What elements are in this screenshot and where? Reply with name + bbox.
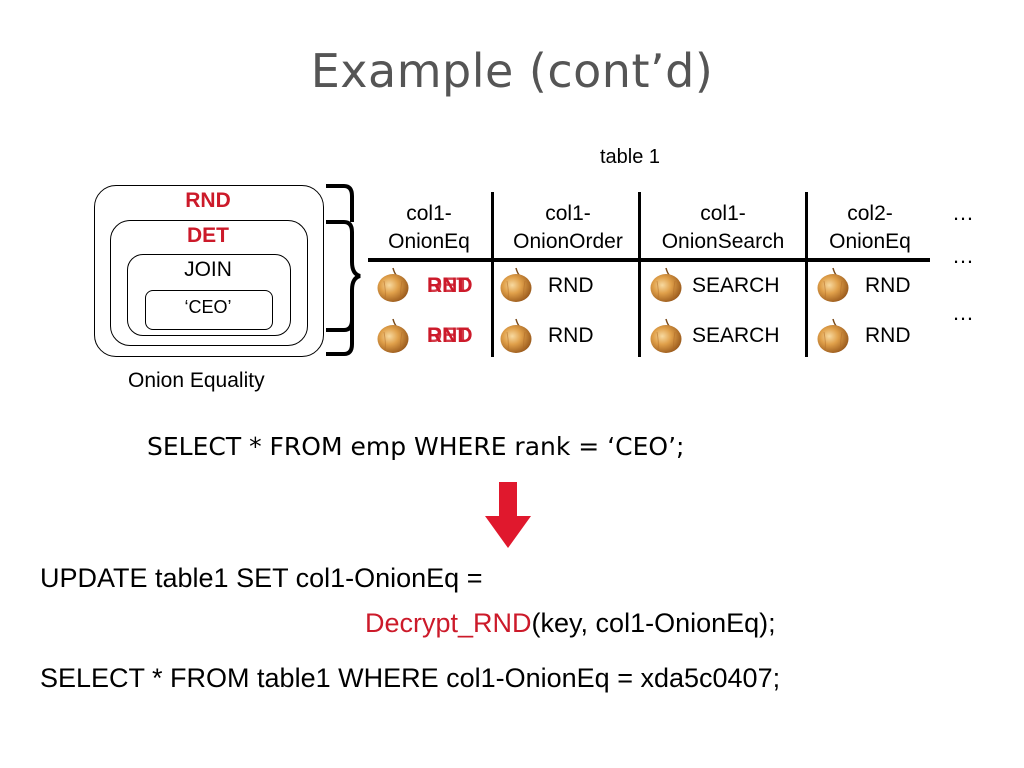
onion-label-det: DET	[187, 224, 229, 247]
down-arrow-icon	[485, 482, 531, 548]
onion-icon	[649, 318, 683, 354]
onion-icon	[816, 318, 850, 354]
cell-r1-col1eq-det: DET	[427, 274, 469, 297]
header-col1-onionsearch: col1- OnionSearch	[661, 202, 785, 253]
table-column-divider	[638, 192, 641, 357]
cell-r2-col1search: SEARCH	[692, 324, 780, 347]
cell-r2-col2eq: RND	[865, 324, 911, 347]
table-caption: table 1	[600, 146, 661, 168]
ellipsis-header: …	[952, 200, 976, 225]
onion-caption: Onion Equality	[128, 369, 265, 392]
brace-connector	[326, 184, 361, 356]
cell-r1-col1eq-rnd: RND	[427, 274, 473, 297]
decrypt-function: Decrypt_RND	[365, 608, 532, 638]
table-header-divider	[368, 258, 930, 262]
slide-title: Example (cont’d)	[310, 44, 714, 98]
onion-label-join: JOIN	[184, 258, 232, 281]
onion-icon	[816, 267, 850, 303]
table-column-divider	[491, 192, 494, 357]
original-query: SELECT * FROM emp WHERE rank = ‘CEO’;	[147, 432, 685, 461]
cell-r2-col1eq-rnd: RND	[427, 324, 473, 347]
decrypt-args: (key, col1-OnionEq);	[531, 608, 776, 638]
ellipsis-row: …	[952, 243, 976, 268]
cell-r1-col1search: SEARCH	[692, 274, 780, 297]
onion-icon	[499, 318, 533, 354]
onion-label-ceo: ‘CEO’	[184, 297, 232, 317]
cell-r1-col1order: RND	[548, 274, 594, 297]
cell-r2-col1eq-det: DET	[427, 324, 469, 347]
ellipsis-row: …	[952, 300, 976, 325]
onion-icon	[376, 267, 410, 303]
header-col2-onioneq: col2- OnionEq	[829, 202, 911, 253]
table-column-divider	[805, 192, 808, 357]
decrypt-line: Decrypt_RND(key, col1-OnionEq);	[365, 608, 776, 639]
cell-r2-col1order: RND	[548, 324, 594, 347]
cell-r1-col2eq: RND	[865, 274, 911, 297]
header-col1-onioneq: col1- OnionEq	[388, 202, 470, 253]
onion-icon	[499, 267, 533, 303]
header-col1-onionorder: col1- OnionOrder	[513, 202, 623, 253]
onion-icon	[649, 267, 683, 303]
onion-layer-ceo	[145, 290, 273, 330]
onion-label-rnd: RND	[185, 189, 231, 212]
onion-icon	[376, 318, 410, 354]
update-line: UPDATE table1 SET col1-OnionEq =	[40, 563, 483, 593]
select-line: SELECT * FROM table1 WHERE col1-OnionEq …	[40, 663, 781, 693]
